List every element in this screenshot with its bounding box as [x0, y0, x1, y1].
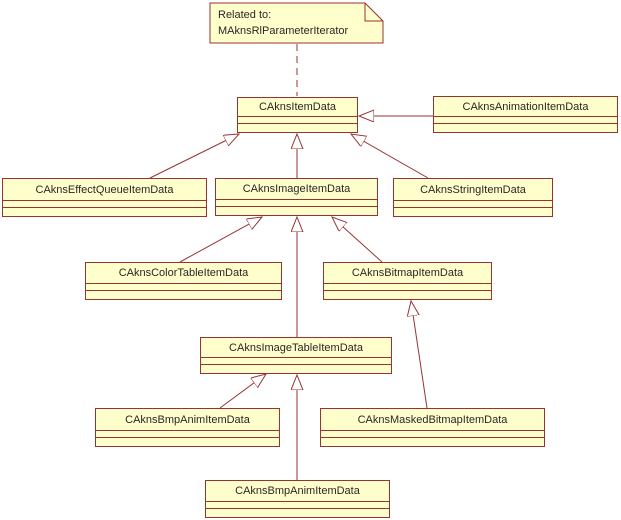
- attributes-compartment: [86, 283, 281, 290]
- operations-compartment: [86, 290, 281, 299]
- operations-compartment: [3, 207, 206, 216]
- operations-compartment: [238, 123, 357, 132]
- note-line1: Related to:: [218, 9, 272, 21]
- operations-compartment: [201, 364, 391, 373]
- class-box-caknsbmpanimitemdata-left: CAknsBmpAnimItemData: [95, 408, 280, 447]
- class-box-caknscolortableitemdata: CAknsColorTableItemData: [85, 262, 282, 300]
- attributes-compartment: [96, 430, 279, 437]
- class-box-caknsbitmapitemdata: CAknsBitmapItemData: [323, 262, 492, 300]
- class-box-caknsstringitemdata: CAknsStringItemData: [393, 178, 553, 217]
- class-box-caknseffectqueueitemdata: CAknsEffectQueueItemData: [2, 178, 207, 217]
- class-box-caknsimagetableitemdata: CAknsImageTableItemData: [200, 337, 392, 374]
- generalization-effectqueue-to-itemdata: [149, 134, 239, 179]
- note: Related to: MAknsRlParameterIterator: [218, 7, 378, 39]
- class-name: CAknsStringItemData: [420, 183, 526, 196]
- class-box-caknsanimationitemdata: CAknsAnimationItemData: [433, 96, 618, 133]
- class-box-caknsbmpanimitemdata-bottom: CAknsBmpAnimItemData: [205, 480, 390, 518]
- class-name: CAknsImageItemData: [242, 183, 351, 195]
- class-name: CAknsAnimationItemData: [462, 100, 589, 113]
- operations-compartment: [321, 437, 544, 446]
- operations-compartment: [434, 123, 617, 132]
- class-name: CAknsBitmapItemData: [351, 267, 464, 279]
- class-box-caknsimageitemdata: CAknsImageItemData: [215, 178, 378, 216]
- attributes-compartment: [434, 116, 617, 123]
- operations-compartment: [206, 508, 389, 517]
- note-fold-corner: [364, 3, 383, 22]
- operations-compartment: [394, 207, 552, 216]
- note-shape: [209, 2, 384, 44]
- class-box-caknsitemdata: CAknsItemData: [237, 97, 358, 133]
- attributes-compartment: [324, 283, 491, 290]
- attributes-compartment: [201, 357, 391, 364]
- generalization-stringitem-to-itemdata: [351, 134, 429, 179]
- operations-compartment: [96, 437, 279, 446]
- attributes-compartment: [206, 501, 389, 508]
- attributes-compartment: [216, 199, 377, 206]
- operations-compartment: [216, 206, 377, 215]
- generalization-bmpanim-to-imagetable: [219, 374, 266, 409]
- class-name: CAknsBmpAnimItemData: [235, 485, 360, 497]
- generalization-maskedbitmap-to-bitmapitem: [411, 301, 428, 409]
- class-name: CAknsImageTableItemData: [229, 341, 363, 354]
- attributes-compartment: [238, 116, 357, 123]
- class-name: CAknsItemData: [258, 101, 337, 113]
- generalization-bitmapitem-to-imageitem: [332, 217, 383, 263]
- generalization-colortable-to-imageitem: [179, 217, 262, 263]
- attributes-compartment: [394, 200, 552, 207]
- class-name: CAknsEffectQueueItemData: [35, 183, 174, 196]
- class-name: CAknsColorTableItemData: [118, 267, 249, 279]
- operations-compartment: [324, 290, 491, 299]
- class-name: CAknsMaskedBitmapItemData: [357, 413, 508, 426]
- note-line2: MAknsRlParameterIterator: [218, 25, 349, 37]
- attributes-compartment: [321, 430, 544, 437]
- class-box-caknsmaskedbitmapitemdata: CAknsMaskedBitmapItemData: [320, 408, 545, 447]
- class-name: CAknsBmpAnimItemData: [125, 413, 250, 426]
- attributes-compartment: [3, 200, 206, 207]
